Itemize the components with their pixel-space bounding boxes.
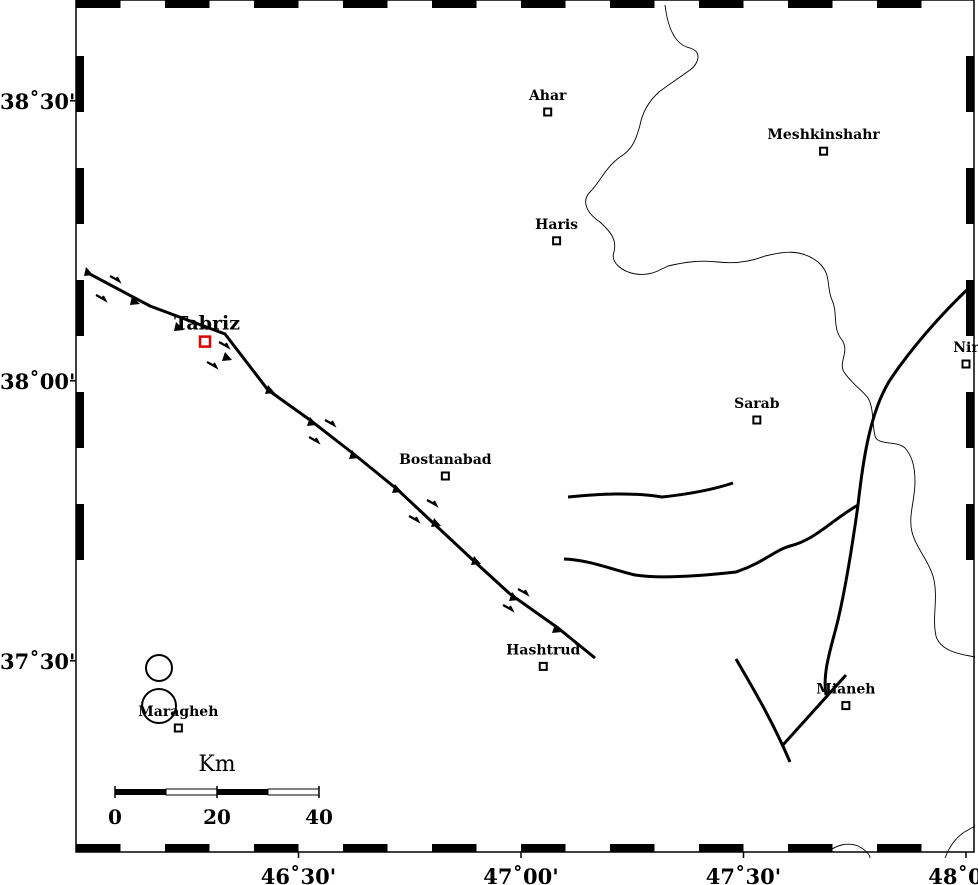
town-label: Haris — [535, 217, 578, 233]
town-label: Hashtrud — [506, 642, 580, 658]
frame-segment-bottom — [254, 844, 299, 852]
town-marker — [841, 701, 851, 711]
frame-segment-bottom — [76, 844, 121, 852]
frame-segment-top — [432, 0, 477, 8]
frame-segment-bottom — [165, 844, 210, 852]
town-maragheh: Maragheh — [138, 704, 218, 733]
town-bostanabad: Bostanabad — [399, 452, 492, 481]
capital-layer: Tabriz — [174, 313, 240, 348]
frame-segment-top — [165, 0, 210, 8]
frame-segment-top — [788, 0, 833, 8]
lat-tick-label: 37˚30' — [0, 649, 75, 674]
lon-tick-label: 47˚30' — [706, 864, 781, 885]
circle-markers — [141, 654, 177, 724]
frame-segment-top — [699, 0, 744, 8]
fault-nir-long — [823, 283, 974, 696]
frame-segment-bottom — [788, 844, 833, 852]
scale-bar-label-40: 40 — [305, 805, 333, 829]
town-marker — [440, 471, 450, 481]
town-label: Meshkinshahr — [767, 127, 880, 143]
town-ahar: Ahar — [528, 88, 567, 117]
scale-bar-label-0: 0 — [108, 805, 122, 829]
circle-marker-small — [145, 654, 173, 682]
town-marker — [538, 661, 548, 671]
town-marker — [543, 107, 553, 117]
boundary-lines — [585, 4, 976, 859]
boundary-line-south-coast — [827, 843, 871, 859]
town-label: Maragheh — [138, 704, 218, 720]
town-mianeh: Mianeh — [816, 682, 875, 711]
circle-marker-large — [141, 688, 177, 724]
lon-tick-label: 47˚00' — [483, 864, 558, 885]
frame-segment-left — [76, 504, 84, 560]
frame-segment-top — [254, 0, 299, 8]
town-marker — [752, 415, 762, 425]
frame-segment-left — [76, 392, 84, 448]
frame-segment-bottom — [877, 844, 922, 852]
lat-tick-label: 38˚00' — [0, 369, 75, 394]
frame-segment-top — [343, 0, 388, 8]
town-marker — [173, 723, 183, 733]
town-marker — [552, 236, 562, 246]
other-faults — [563, 283, 974, 763]
fault-mianeh-b — [780, 673, 848, 748]
frame-segment-bottom — [343, 844, 388, 852]
town-label: Ahar — [528, 88, 567, 104]
lat-tick-label: 38˚30' — [0, 89, 75, 114]
fault-sarab-south — [563, 503, 859, 579]
frame-segment-right — [966, 56, 974, 112]
map-frame — [75, 0, 975, 853]
boundary-line-north — [585, 4, 976, 658]
scale-bar-unit: Km — [198, 752, 235, 777]
boundary-line-south-right — [944, 825, 976, 859]
town-label: Bostanabad — [399, 452, 492, 468]
frame-segment-bottom — [699, 844, 744, 852]
fault-mianeh-a — [734, 658, 792, 763]
frame-segment-bottom — [521, 844, 566, 852]
frame-segment-bottom — [610, 844, 655, 852]
frame-segment-bottom — [432, 844, 477, 852]
frame-segment-left — [76, 168, 84, 224]
town-marker — [961, 359, 971, 369]
town-label: Nir — [953, 340, 978, 356]
towns-layer: AharMeshkinshahrHarisNirSarabBostanabadH… — [138, 88, 978, 733]
frame-segment-top — [521, 0, 566, 8]
frame-segment-right — [966, 392, 974, 448]
town-sarab: Sarab — [734, 396, 780, 425]
town-label: Mianeh — [816, 682, 875, 698]
frame-segment-top — [877, 0, 922, 8]
frame-segment-left — [76, 280, 84, 336]
frame-segment-right — [966, 168, 974, 224]
capital-label: Tabriz — [174, 313, 240, 335]
frame-segment-right — [966, 280, 974, 336]
tabriz-fault — [84, 267, 596, 660]
strike-slip-arrows — [95, 275, 530, 613]
town-haris: Haris — [535, 217, 578, 246]
frame-segment-top — [76, 0, 121, 8]
scale-bar: Km 0 20 40 — [108, 752, 333, 829]
fault-teeth — [84, 267, 562, 633]
capital-marker — [198, 335, 212, 348]
latitude-labels: 38˚30' 38˚00' 37˚30' — [0, 89, 76, 674]
lon-tick-label: 48˚00' — [928, 864, 978, 885]
town-marker — [819, 146, 829, 156]
town-meshkinshahr: Meshkinshahr — [767, 127, 880, 156]
town-nir: Nir — [953, 340, 978, 369]
frame-segment-right — [966, 504, 974, 560]
longitude-labels: 46˚30' 47˚00' 47˚30' 48˚00' — [261, 852, 978, 885]
town-hashtrud: Hashtrud — [506, 642, 581, 671]
frame-segment-left — [76, 56, 84, 112]
town-label: Sarab — [734, 396, 780, 412]
lon-tick-label: 46˚30' — [261, 864, 336, 885]
fault-sarab-north — [567, 481, 734, 499]
scale-bar-label-20: 20 — [203, 805, 231, 829]
frame-segment-top — [610, 0, 655, 8]
